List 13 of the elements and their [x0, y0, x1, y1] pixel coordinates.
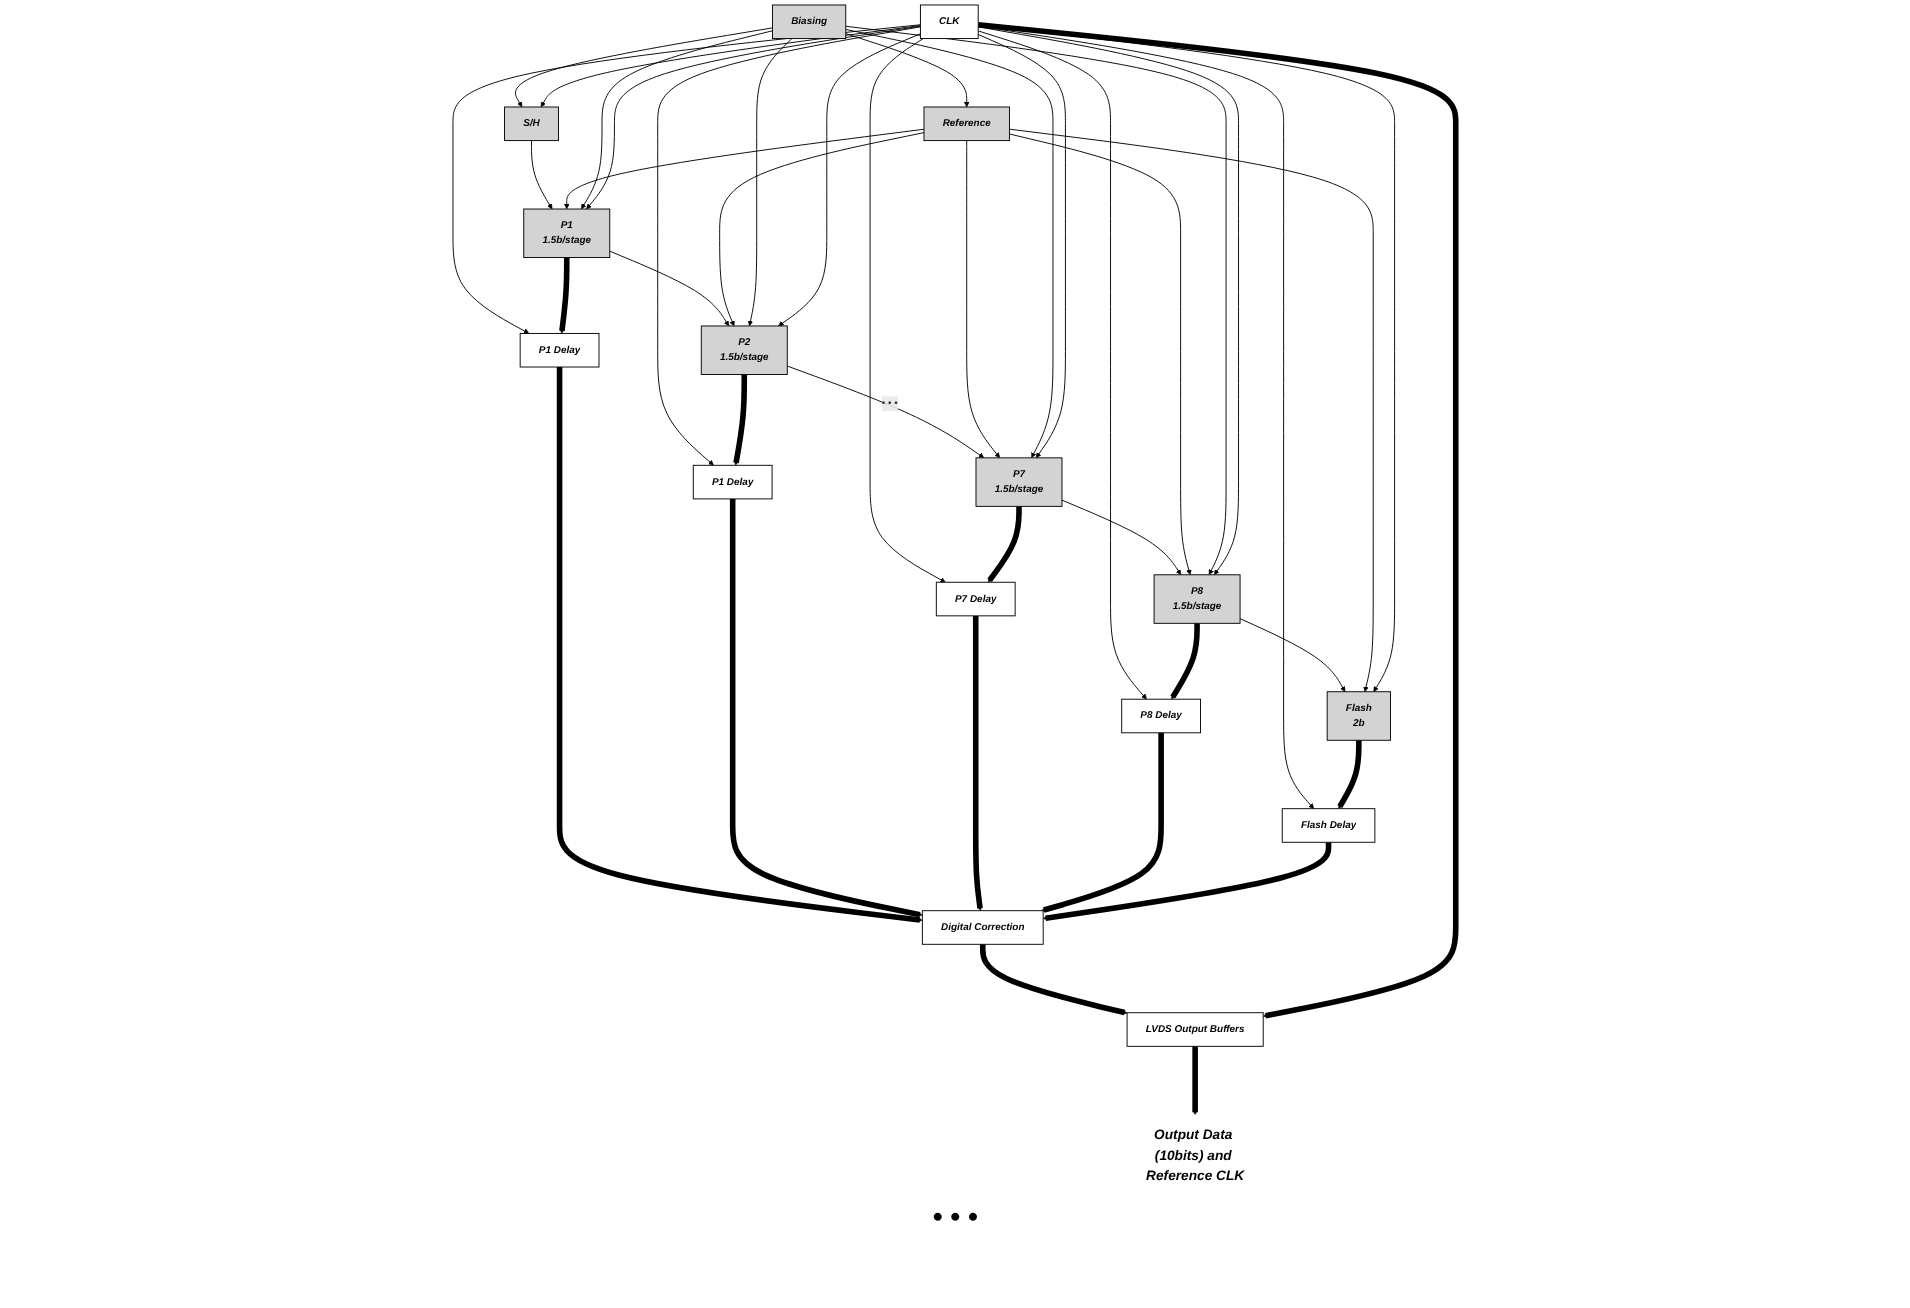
arrow — [1171, 623, 1201, 700]
arrow — [1192, 1046, 1199, 1115]
arrow — [1041, 732, 1165, 913]
arrow — [973, 615, 984, 911]
arrow — [559, 257, 571, 334]
arrow — [733, 374, 748, 466]
arrow — [730, 498, 924, 918]
arrow — [557, 367, 924, 923]
ellipsis-label: • • • — [932, 1200, 978, 1232]
arrow — [1338, 740, 1363, 809]
arrow — [988, 506, 1023, 583]
arrow — [1043, 842, 1332, 921]
arrow — [980, 944, 1128, 1016]
